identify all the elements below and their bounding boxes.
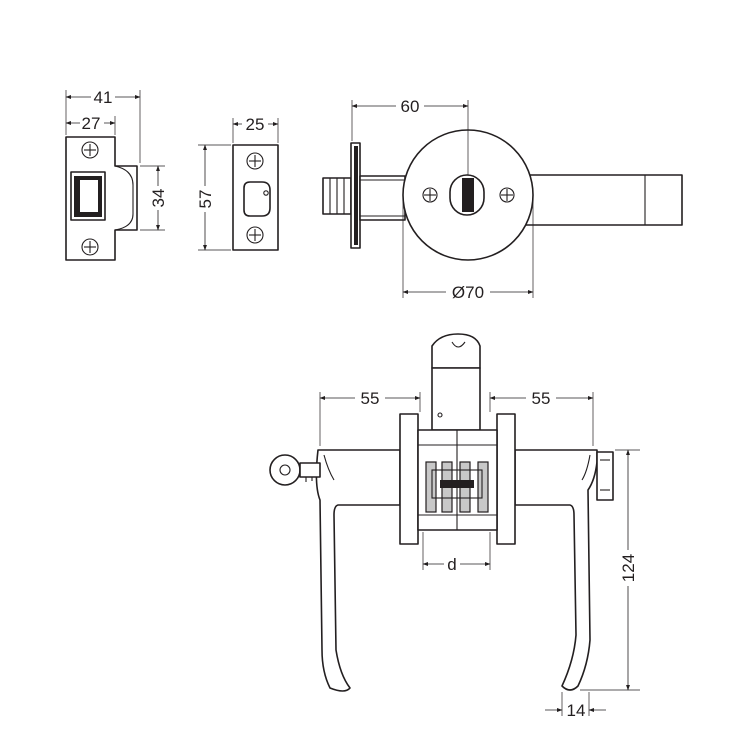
lever-height-label: 124 xyxy=(619,554,638,582)
strike-height-label: 34 xyxy=(149,189,168,208)
screw-icon xyxy=(499,187,515,203)
latch-side-view xyxy=(322,142,406,249)
screw-icon xyxy=(422,187,438,203)
lever-rose-front xyxy=(402,129,683,261)
key-icon xyxy=(269,454,321,486)
latch-face-plate xyxy=(232,144,279,251)
screw-icon xyxy=(246,226,264,244)
backset-label: 60 xyxy=(401,97,420,116)
strike-inner-width-label: 27 xyxy=(82,114,101,133)
latch-plate-width-label: 25 xyxy=(246,115,265,134)
screw-icon xyxy=(81,238,99,256)
left-reach-label: 55 xyxy=(361,389,380,408)
strike-width-label: 41 xyxy=(94,88,113,107)
lever-tip-label: 14 xyxy=(567,701,586,720)
strike-plate xyxy=(65,136,138,261)
door-thickness-label: d xyxy=(447,555,456,574)
latch-plate-height-label: 57 xyxy=(196,190,215,209)
lever-set-assembly xyxy=(269,333,614,692)
screw-icon xyxy=(81,141,99,159)
screw-icon xyxy=(246,152,264,170)
right-reach-label: 55 xyxy=(532,389,551,408)
rose-diameter-label: Ø70 xyxy=(452,283,484,302)
